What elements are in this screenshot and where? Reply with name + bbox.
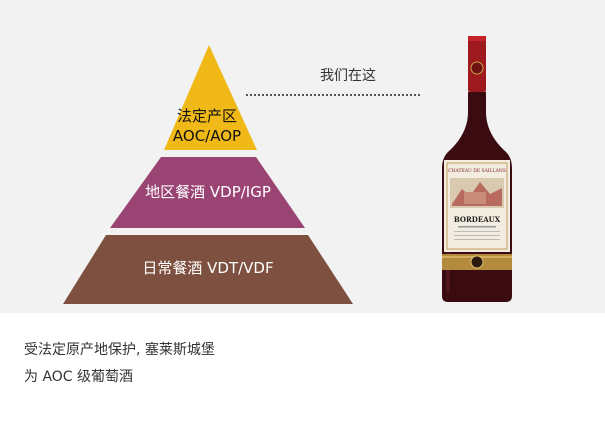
tier-aoc-shape: [164, 45, 257, 150]
caption: 受法定原产地保护, 塞莱斯城堡 为 AOC 级葡萄酒: [24, 337, 215, 391]
tier-vdt-shape: [63, 235, 353, 304]
bottle-label-region: BORDEAUX: [454, 215, 501, 224]
caption-line-2: 为 AOC 级葡萄酒: [24, 369, 134, 385]
pointer-dotted-line: [246, 94, 420, 96]
classification-pyramid: [63, 45, 353, 304]
caption-line-1: 受法定原产地保护, 塞莱斯城堡: [24, 342, 215, 358]
tier-aoc-code: AOC/AOP: [172, 127, 242, 145]
wine-bottle-image: CHATEAU DE SAILLANS BORDEAUX: [442, 36, 512, 302]
tier-vdt-label: 日常餐酒 VDT/VDF: [142, 259, 274, 277]
pointer-text: 我们在这: [320, 68, 376, 84]
tier-aoc-label: 法定产区 AOC/AOP: [157, 106, 257, 146]
bottle-label-title: CHATEAU DE SAILLANS: [448, 168, 506, 174]
tier-vdp-shape: [110, 157, 305, 228]
tier-vdp-label: 地区餐酒 VDP/IGP: [145, 183, 271, 201]
tier-aoc-name: 法定产区: [176, 107, 237, 125]
